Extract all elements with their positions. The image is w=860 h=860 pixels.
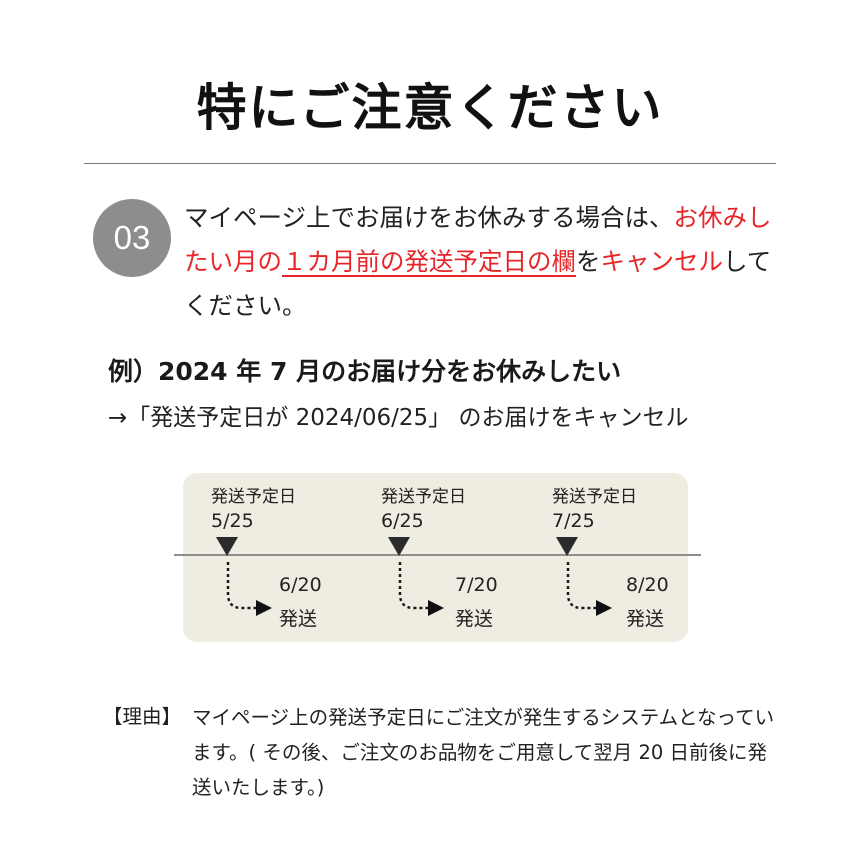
instruction-text-3: してください。	[184, 247, 772, 320]
ship-date: 8/20	[626, 574, 669, 596]
ship-date: 6/20	[279, 574, 322, 596]
timeline-panel	[183, 473, 688, 642]
down-triangle-marker-icon	[216, 537, 238, 556]
instruction-highlight-2: キャンセル	[600, 247, 724, 276]
example-subtitle: →「発送予定日が 2024/06/25」 のお届けをキャンセル	[108, 405, 689, 431]
step-number-badge: 03	[93, 199, 171, 277]
instruction-highlight-1: お休みしたい月の	[184, 203, 772, 276]
example-title: 例）2024 年 7 月のお届け分をお休みしたい	[108, 357, 622, 386]
ship-label: 発送	[279, 608, 318, 630]
milestone-scheduled-date: 7/25	[552, 510, 595, 532]
down-triangle-marker-icon	[388, 537, 410, 556]
instruction-highlight-underlined: １カ月前の発送予定日の欄	[282, 247, 576, 276]
title-divider	[84, 163, 776, 164]
dotted-arrow-icon	[566, 562, 612, 616]
step-instruction: マイページ上でお届けをお休みする場合は、お休みしたい月の１カ月前の発送予定日の欄…	[184, 196, 774, 328]
dotted-arrow-icon	[398, 562, 444, 616]
milestone-label: 発送予定日	[211, 487, 296, 507]
milestone-scheduled-date: 6/25	[381, 510, 424, 532]
down-triangle-marker-icon	[556, 537, 578, 556]
timeline-axis	[174, 554, 701, 556]
instruction-text-1: マイページ上でお届けをお休みする場合は、	[184, 203, 674, 232]
milestone-label: 発送予定日	[552, 487, 637, 507]
ship-date: 7/20	[455, 574, 498, 596]
ship-label: 発送	[455, 608, 494, 630]
reason-label: 【理由】	[103, 705, 182, 728]
ship-label: 発送	[626, 608, 665, 630]
reason-text: マイページ上の発送予定日にご注文が発生するシステムとなっています。( その後、ご…	[192, 706, 775, 799]
dotted-arrow-icon	[226, 562, 272, 616]
step-number: 03	[113, 219, 151, 256]
page-title: 特にご注意ください	[196, 79, 664, 137]
milestone-label: 発送予定日	[381, 487, 466, 507]
instruction-text-2: を	[576, 247, 601, 276]
milestone-scheduled-date: 5/25	[211, 510, 254, 532]
